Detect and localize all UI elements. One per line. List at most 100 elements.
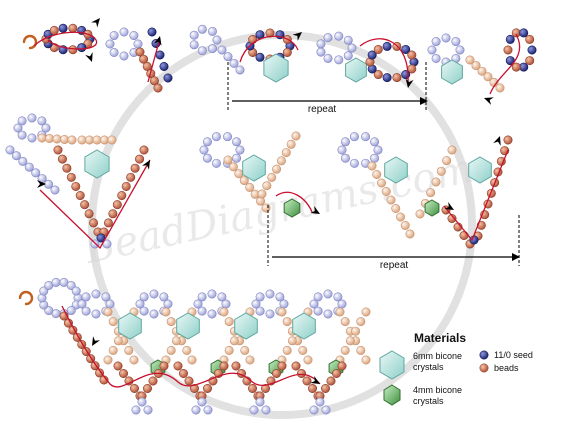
seed-bead <box>261 405 271 415</box>
seed-bead <box>77 43 87 53</box>
seed-bead <box>343 35 353 45</box>
seed-bead <box>13 123 23 133</box>
seed-bead <box>245 355 255 365</box>
seed-bead <box>340 137 350 147</box>
seed-bead <box>391 204 401 214</box>
seed-bead <box>356 317 366 327</box>
seed-bead <box>66 280 76 290</box>
clasp-hook-icon <box>22 34 38 50</box>
seed-bead <box>149 76 159 86</box>
seed-bead <box>349 132 359 142</box>
crystal-6mm-swatch <box>379 350 405 380</box>
seed-bead <box>331 368 341 378</box>
seed-bead <box>17 116 27 126</box>
seed-bead <box>207 309 217 319</box>
seed-bead <box>282 47 292 57</box>
seed-bead <box>340 153 350 163</box>
seed-bead <box>75 191 85 201</box>
seed-bead <box>265 289 275 299</box>
seed-bead-blue-swatch <box>479 350 489 360</box>
seed-bead <box>53 145 63 155</box>
thread-path <box>359 38 409 83</box>
seed-bead <box>77 299 87 309</box>
seed-bead <box>334 31 344 41</box>
seed-bead <box>189 30 199 40</box>
seed-bead <box>58 23 68 33</box>
seed-bead <box>166 317 176 327</box>
seed-bead <box>17 130 27 140</box>
clasp-hook-icon <box>18 290 34 306</box>
seed-bead <box>217 292 227 302</box>
seed-bead <box>153 83 163 93</box>
seed-bead <box>302 376 312 386</box>
seed-bead <box>71 181 81 191</box>
seed-bead <box>343 51 353 61</box>
seed-bead <box>223 155 233 165</box>
seed-bead <box>505 34 515 44</box>
seed-bead <box>367 161 377 171</box>
seed-bead <box>277 361 287 371</box>
seed-bead <box>203 383 213 393</box>
seed-bead <box>24 162 34 172</box>
crystal-6mm <box>441 59 463 85</box>
seed-bead <box>262 181 272 191</box>
seed-bead <box>232 153 242 163</box>
seed-bead <box>333 292 343 302</box>
crystal-6mm <box>176 312 200 340</box>
seed-bead <box>255 52 265 62</box>
crystal-4mm-swatch <box>383 384 401 406</box>
seed-bead <box>163 73 173 83</box>
seed-bead <box>316 39 326 49</box>
seed-bead <box>395 212 405 222</box>
seed-bead <box>113 361 123 371</box>
crystal-6mm <box>84 149 110 179</box>
seed-bead <box>39 286 49 296</box>
direction-arrow-icon <box>310 376 320 384</box>
seed-bead <box>119 368 129 378</box>
seed-bead <box>356 345 366 355</box>
seed-bead <box>44 306 54 316</box>
direction-arrow-icon <box>153 36 162 46</box>
seed-bead <box>131 405 141 415</box>
seed-bead <box>441 33 451 43</box>
seed-bead <box>190 383 200 393</box>
seed-bead <box>44 134 54 144</box>
seed-bead <box>182 345 192 355</box>
seed-bead <box>27 133 37 143</box>
seed-bead <box>129 31 139 41</box>
seed-bead <box>105 39 115 49</box>
seed-bead <box>426 188 436 198</box>
seed-bead <box>77 135 87 145</box>
seed-bead <box>112 200 122 210</box>
thread-path <box>239 35 299 63</box>
crystal-6mm <box>118 312 142 340</box>
direction-arrow-icon <box>91 18 100 28</box>
seed-bead <box>282 317 292 327</box>
seed-bead <box>103 218 113 228</box>
seed-bead <box>303 355 313 365</box>
seed-bead <box>57 154 67 164</box>
seed-bead <box>224 317 234 327</box>
seed-bead <box>503 45 513 55</box>
seed-bead <box>129 355 139 365</box>
seed-bead <box>326 376 336 386</box>
seed-bead <box>135 299 145 309</box>
seed-bead <box>161 307 171 317</box>
seed-bead <box>119 27 129 37</box>
seed-bead <box>109 47 119 57</box>
seed-bead <box>251 299 261 309</box>
seed-bead <box>431 177 441 187</box>
seed-bead <box>287 336 297 346</box>
crystal-6mm <box>468 156 492 184</box>
seed-bead <box>107 135 117 145</box>
seed-bead <box>207 26 217 36</box>
seed-bead <box>159 292 169 302</box>
seed-bead <box>219 307 229 317</box>
seed-bead <box>345 336 355 346</box>
seed-bead <box>235 145 245 155</box>
seed-bead <box>255 292 265 302</box>
seed-bead <box>67 135 77 145</box>
seed-bead <box>197 397 207 407</box>
seed-bead <box>261 203 271 213</box>
direction-arrow-icon <box>142 160 150 170</box>
